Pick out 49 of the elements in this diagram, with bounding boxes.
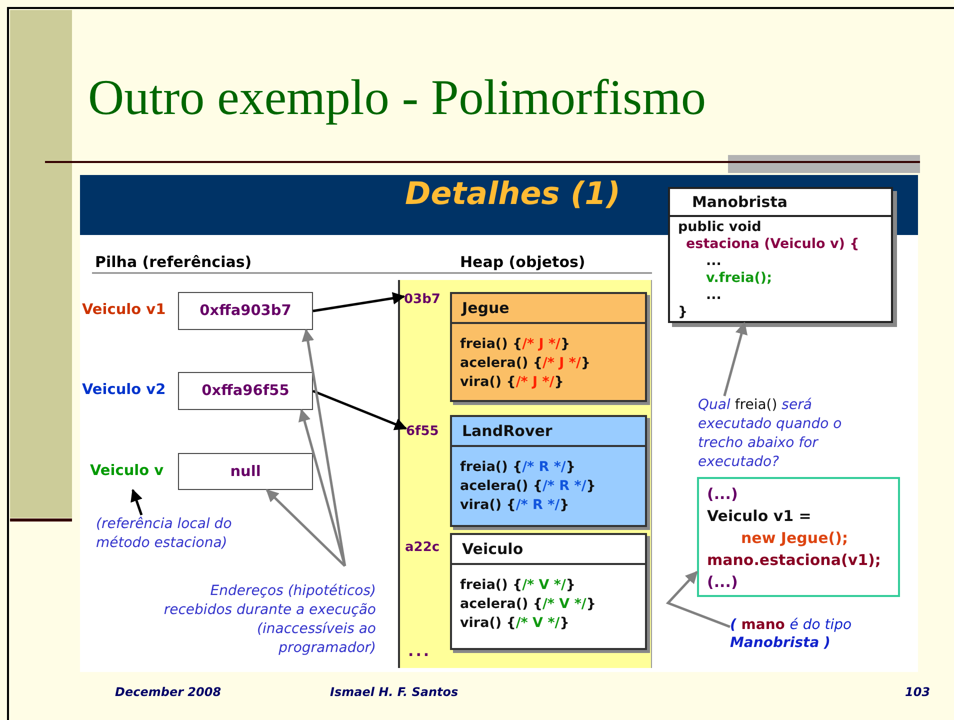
variable-label: Veiculo v1 — [82, 302, 166, 318]
reference-value: null — [230, 464, 261, 480]
code-line: (...) — [707, 573, 738, 591]
annotation-text: (referência local do método estaciona) — [96, 515, 271, 553]
class-name: Jegue — [452, 294, 645, 324]
section-heading: Pilha (referências) — [95, 253, 252, 271]
code-line: ... — [706, 287, 722, 303]
class-name: Veiculo — [452, 535, 645, 565]
method-code: vira() {/* R */} — [460, 497, 570, 513]
address-label: a22c — [405, 540, 440, 555]
ellipsis: ... — [408, 642, 432, 660]
code-line: (...) — [707, 485, 738, 503]
annotation-text: Endereços (hipotéticos) recebidos durante a execução (inaccessíveis ao programador) — [160, 582, 376, 658]
footer-date: December 2008 — [115, 685, 222, 699]
reference-value: 0xffa903b7 — [200, 303, 292, 319]
object-box — [450, 415, 647, 527]
method-code: freia() {/* R */} — [460, 459, 576, 475]
code-line: estaciona (Veiculo v) { — [686, 236, 860, 252]
annotation-text: ( mano é do tipo Manobrista ) — [730, 616, 900, 652]
class-name: Manobrista — [670, 189, 891, 217]
object-box — [450, 533, 647, 650]
code-line: v.freia(); — [706, 270, 772, 286]
reference-value: 0xffa96f55 — [202, 383, 290, 399]
method-code: freia() {/* J */} — [460, 336, 570, 352]
method-code: acelera() {/* J */} — [460, 355, 591, 371]
method-code: vira() {/* J */} — [460, 374, 564, 390]
method-code: freia() {/* V */} — [460, 577, 576, 593]
variable-label: Veiculo v — [90, 463, 164, 479]
variable-label: Veiculo v2 — [82, 382, 166, 398]
slide-title: Outro exemplo - Polimorfismo — [88, 68, 706, 126]
band-heading: Detalhes (1) — [405, 176, 620, 212]
method-code: acelera() {/* R */} — [460, 478, 596, 494]
question-text: Qual freia() será executado quando o trecho abaixo for executado? — [698, 396, 863, 472]
method-code: acelera() {/* V */} — [460, 596, 596, 612]
class-name: LandRover — [452, 417, 645, 447]
page-number: 103 — [905, 685, 930, 699]
code-line: ... — [706, 253, 722, 269]
object-box — [450, 292, 647, 402]
method-code: vira() {/* V */} — [460, 615, 570, 631]
code-line: new Jegue(); — [741, 529, 848, 547]
footer-author: Ismael H. F. Santos — [330, 685, 458, 699]
code-line: mano.estaciona(v1); — [707, 551, 881, 569]
code-line: public void — [678, 219, 762, 235]
address-label: 03b7 — [404, 292, 440, 307]
code-snippet-box — [697, 477, 900, 597]
section-heading: Heap (objetos) — [460, 253, 586, 271]
address-label: 6f55 — [406, 424, 439, 439]
code-line: Veiculo v1 = — [707, 507, 812, 525]
code-line: } — [678, 304, 688, 320]
